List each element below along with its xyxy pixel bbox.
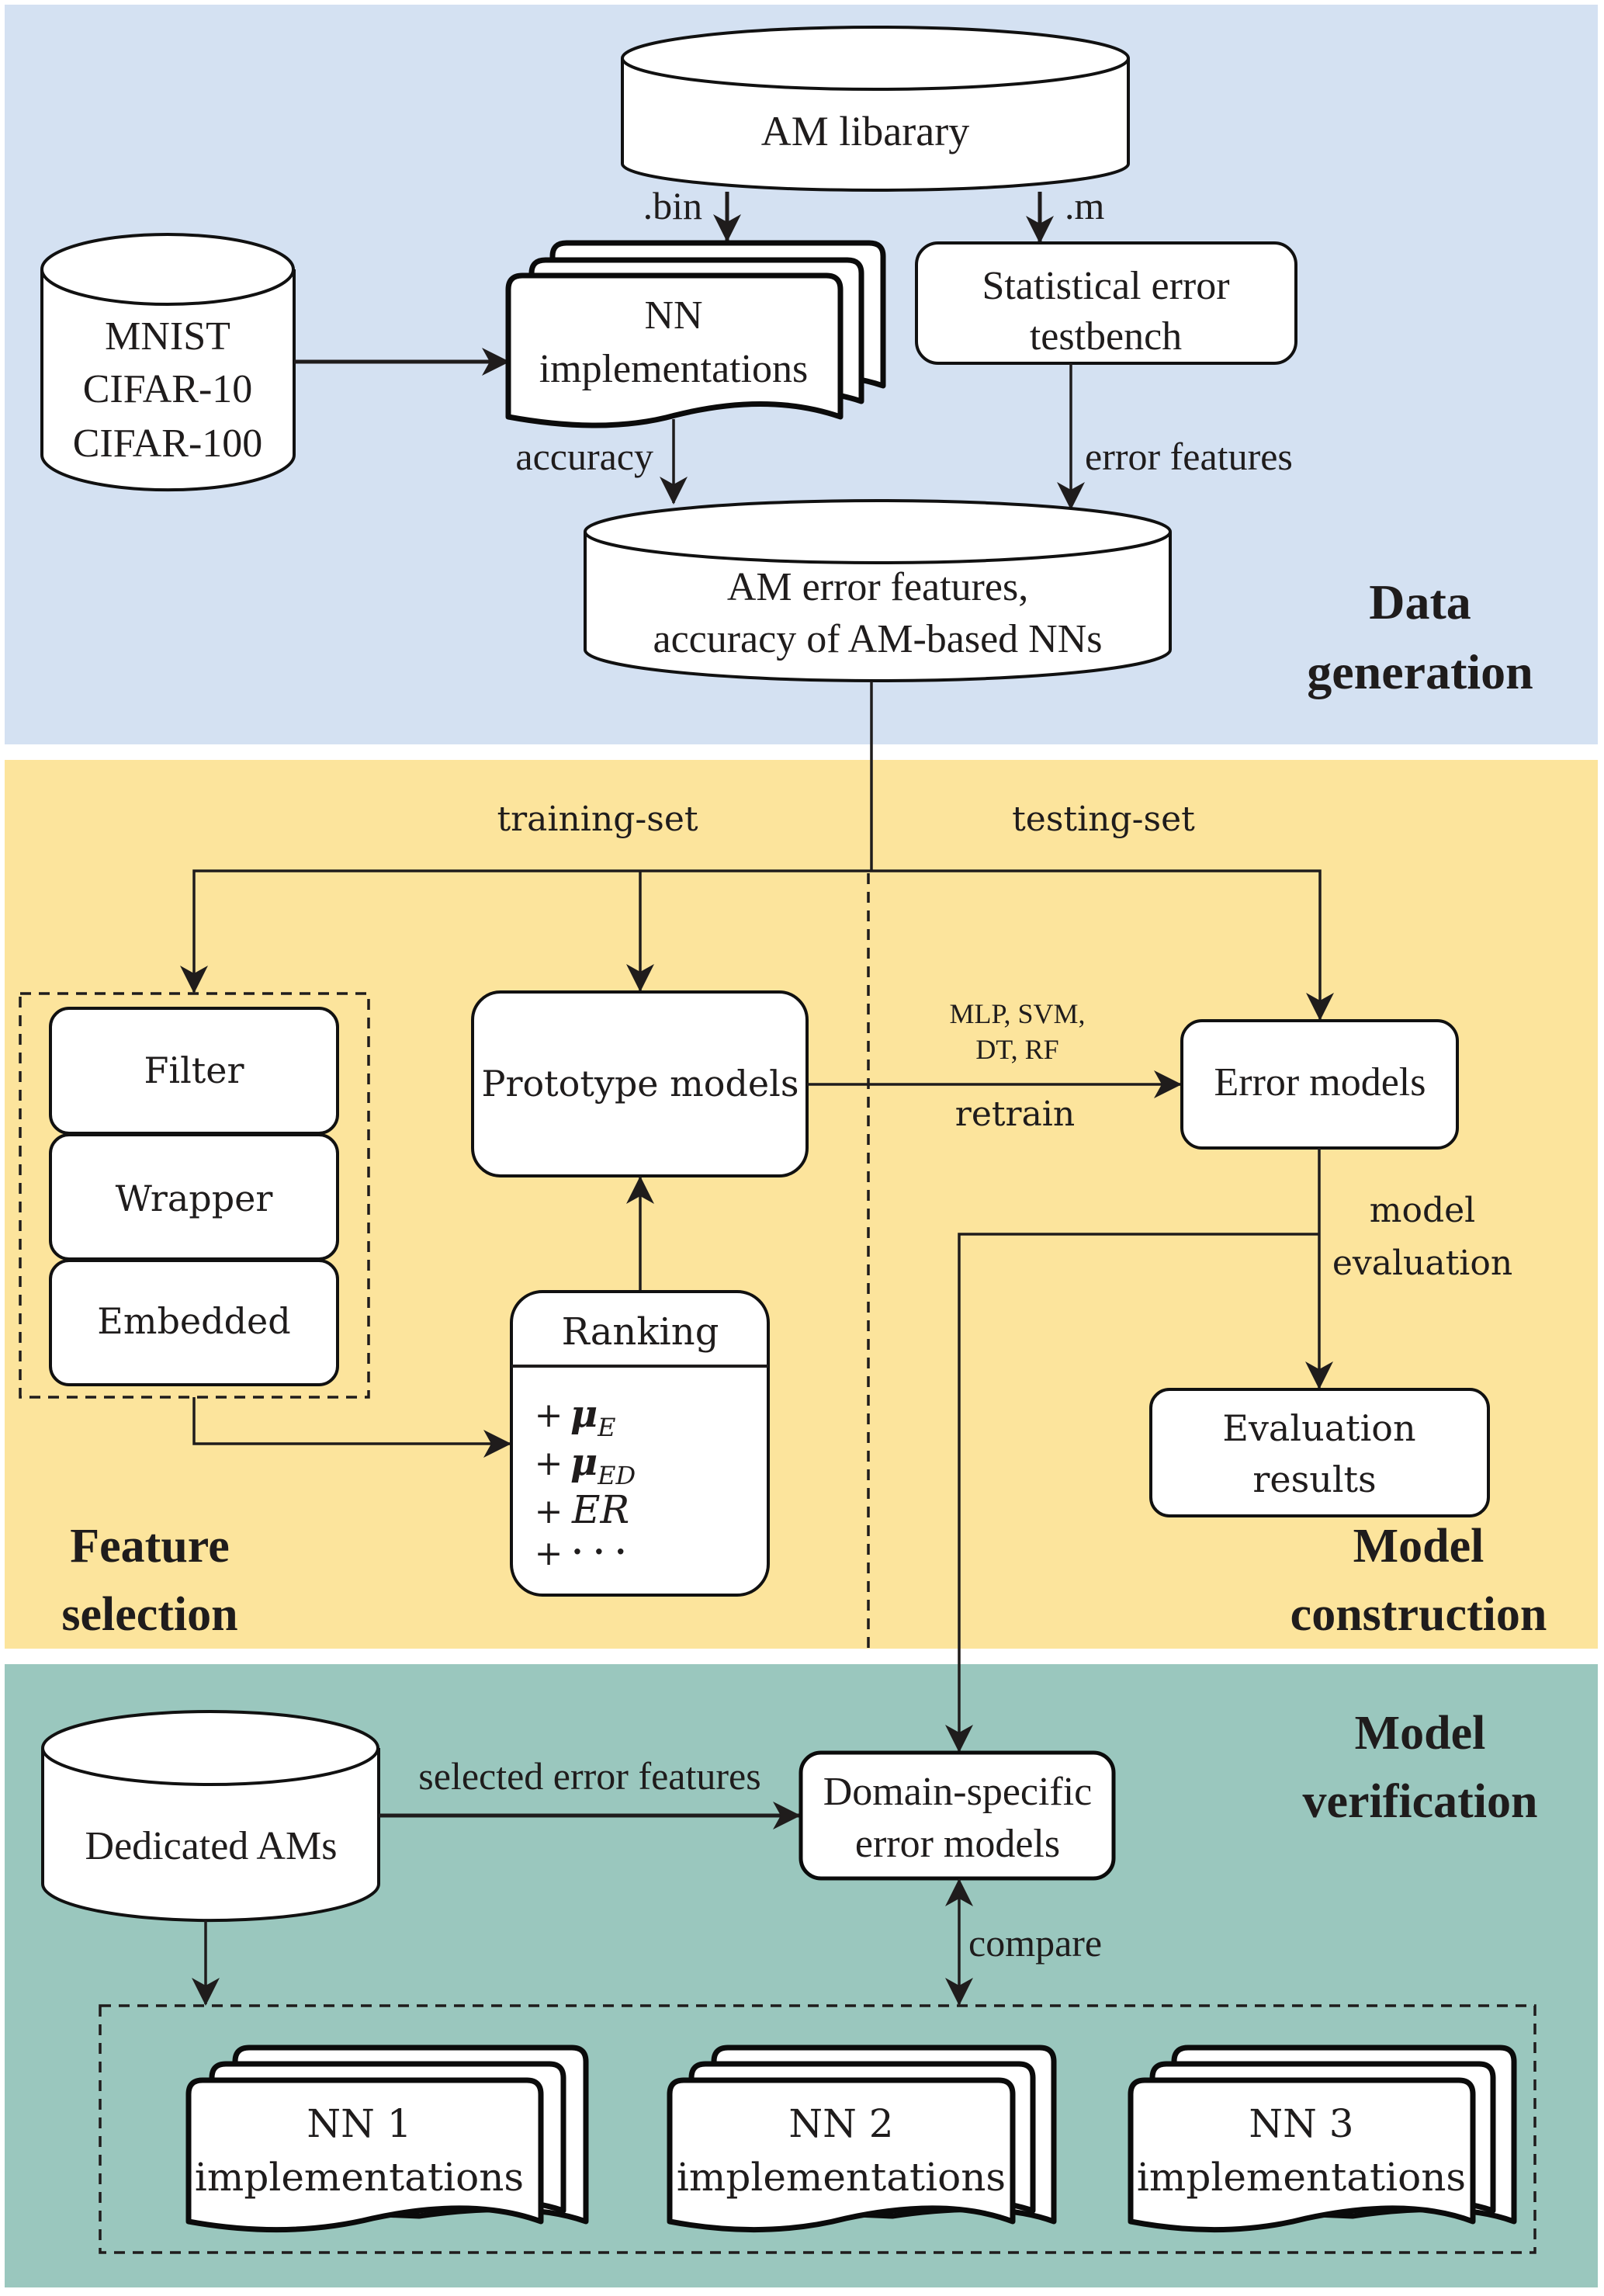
ranking-item-mu-ed: μED: [570, 1441, 636, 1490]
testing-set-label: testing-set: [1012, 799, 1195, 839]
statistical-testbench-line1: Statistical error: [982, 264, 1229, 308]
section-title-data-generation-2: generation: [1307, 644, 1533, 699]
nn3-page-front: [1128, 2077, 1476, 2233]
dedicated-ams-label: Dedicated AMs: [85, 1824, 338, 1868]
nn2-line1: NN 2: [788, 2101, 893, 2146]
error-models-to-domain-arrow: [945, 1233, 1319, 1753]
dataset-mnist: MNIST: [105, 314, 230, 359]
nn-implementations-node[interactable]: NN implementations: [505, 240, 886, 428]
nn-implementations-line2: implementations: [539, 347, 809, 391]
am-error-db-line2: accuracy of AM-based NNs: [653, 617, 1102, 661]
nn3-implementations-node[interactable]: NN 3 implementations: [1128, 2045, 1517, 2233]
classifiers-label-line2: DT, RF: [975, 1034, 1058, 1065]
model-evaluation-label-line2: evaluation: [1332, 1243, 1512, 1283]
m-label: .m: [1065, 184, 1105, 227]
testing-set-line: [871, 869, 1334, 1021]
ranking-title: Ranking: [562, 1310, 719, 1354]
filter-method-node[interactable]: Filter: [49, 1007, 339, 1135]
nn3-line2: implementations: [1137, 2155, 1466, 2200]
accuracy-label: accuracy: [515, 435, 653, 478]
nn-implementations-group: [99, 2004, 1536, 2254]
dataset-cifar100: CIFAR-100: [73, 421, 263, 466]
datasets-node[interactable]: MNIST CIFAR-10 CIFAR-100: [40, 233, 296, 492]
nn2-implementations-node[interactable]: NN 2 implementations: [667, 2045, 1057, 2233]
ranking-item-plus: +: [535, 1534, 563, 1573]
error-models-node[interactable]: Error models: [1180, 1019, 1459, 1150]
wrapper-label: Wrapper: [116, 1177, 273, 1219]
training-set-line: [180, 869, 871, 994]
ranking-item-ellipsis: · · ·: [572, 1534, 626, 1570]
nn1-line1: NN 1: [307, 2101, 411, 2146]
compare-label: compare: [968, 1921, 1102, 1965]
dedicated-ams-node[interactable]: Dedicated AMs: [41, 1710, 380, 1923]
error-features-label: error features: [1085, 435, 1293, 478]
section-title-feature-selection-2: selection: [61, 1588, 237, 1641]
nn-implementations-line1: NN: [644, 293, 702, 338]
evaluation-results-line1: Evaluation: [1222, 1407, 1415, 1449]
domain-specific-models-line2: error models: [855, 1822, 1060, 1866]
nn2-page-front: [667, 2077, 1016, 2233]
am-library-node[interactable]: AM libarary: [621, 26, 1130, 192]
nn-page-front: [505, 272, 844, 428]
training-set-label: training-set: [497, 799, 698, 839]
domain-specific-models-line1: Domain-specific: [823, 1770, 1093, 1814]
section-title-feature-selection-1: Feature: [70, 1520, 229, 1573]
nn1-page-front: [185, 2077, 544, 2233]
selected-features-label: selected error features: [418, 1754, 760, 1798]
evaluation-results-line2: results: [1252, 1458, 1376, 1500]
ranking-node[interactable]: Ranking + μE + μED + ER + · · ·: [510, 1290, 770, 1597]
prototype-models-label: Prototype models: [482, 1063, 799, 1105]
section-title-model-construction-1: Model: [1353, 1520, 1484, 1573]
nn3-line1: NN 3: [1249, 2101, 1353, 2146]
am-error-database-node[interactable]: AM error features, accuracy of AM-based …: [584, 499, 1172, 682]
filter-label: Filter: [144, 1049, 244, 1091]
bin-label: .bin: [643, 184, 702, 227]
statistical-testbench-node[interactable]: Statistical error testbench: [915, 241, 1297, 365]
ranking-item-plus: +: [535, 1492, 563, 1531]
ranking-item-mu-e: μE: [570, 1393, 616, 1442]
prototype-models-node[interactable]: Prototype models: [471, 990, 809, 1177]
retrain-label: retrain: [955, 1094, 1075, 1134]
model-evaluation-label-line1: model: [1370, 1191, 1476, 1230]
embedded-method-node[interactable]: Embedded: [49, 1259, 339, 1386]
nn1-implementations-node[interactable]: NN 1 implementations: [185, 2045, 589, 2233]
feature-selection-methods-group: [19, 992, 370, 1399]
dataset-cifar10: CIFAR-10: [83, 367, 253, 411]
ranking-item-plus: +: [535, 1444, 563, 1483]
section-title-model-verification-2: verification: [1302, 1775, 1537, 1828]
methods-to-ranking-arrow: [192, 1397, 511, 1458]
domain-specific-models-node[interactable]: Domain-specific error models: [799, 1750, 1116, 1881]
section-title-data-generation-1: Data: [1369, 574, 1471, 629]
evaluation-results-node[interactable]: Evaluation results: [1149, 1388, 1490, 1517]
error-models-label: Error models: [1214, 1060, 1426, 1105]
statistical-testbench-line2: testbench: [1030, 314, 1182, 359]
am-library-label: AM libarary: [761, 108, 969, 154]
section-title-model-construction-2: construction: [1290, 1588, 1547, 1641]
wrapper-method-node[interactable]: Wrapper: [49, 1133, 339, 1261]
am-error-db-line1: AM error features,: [727, 565, 1028, 609]
ranking-item-er: ER: [571, 1487, 629, 1532]
nn2-line2: implementations: [677, 2155, 1006, 2200]
nn1-line2: implementations: [195, 2155, 524, 2200]
ranking-item-plus: +: [535, 1396, 563, 1435]
embedded-label: Embedded: [97, 1300, 290, 1342]
section-title-model-verification-1: Model: [1355, 1707, 1486, 1760]
classifiers-label-line1: MLP, SVM,: [949, 998, 1085, 1029]
